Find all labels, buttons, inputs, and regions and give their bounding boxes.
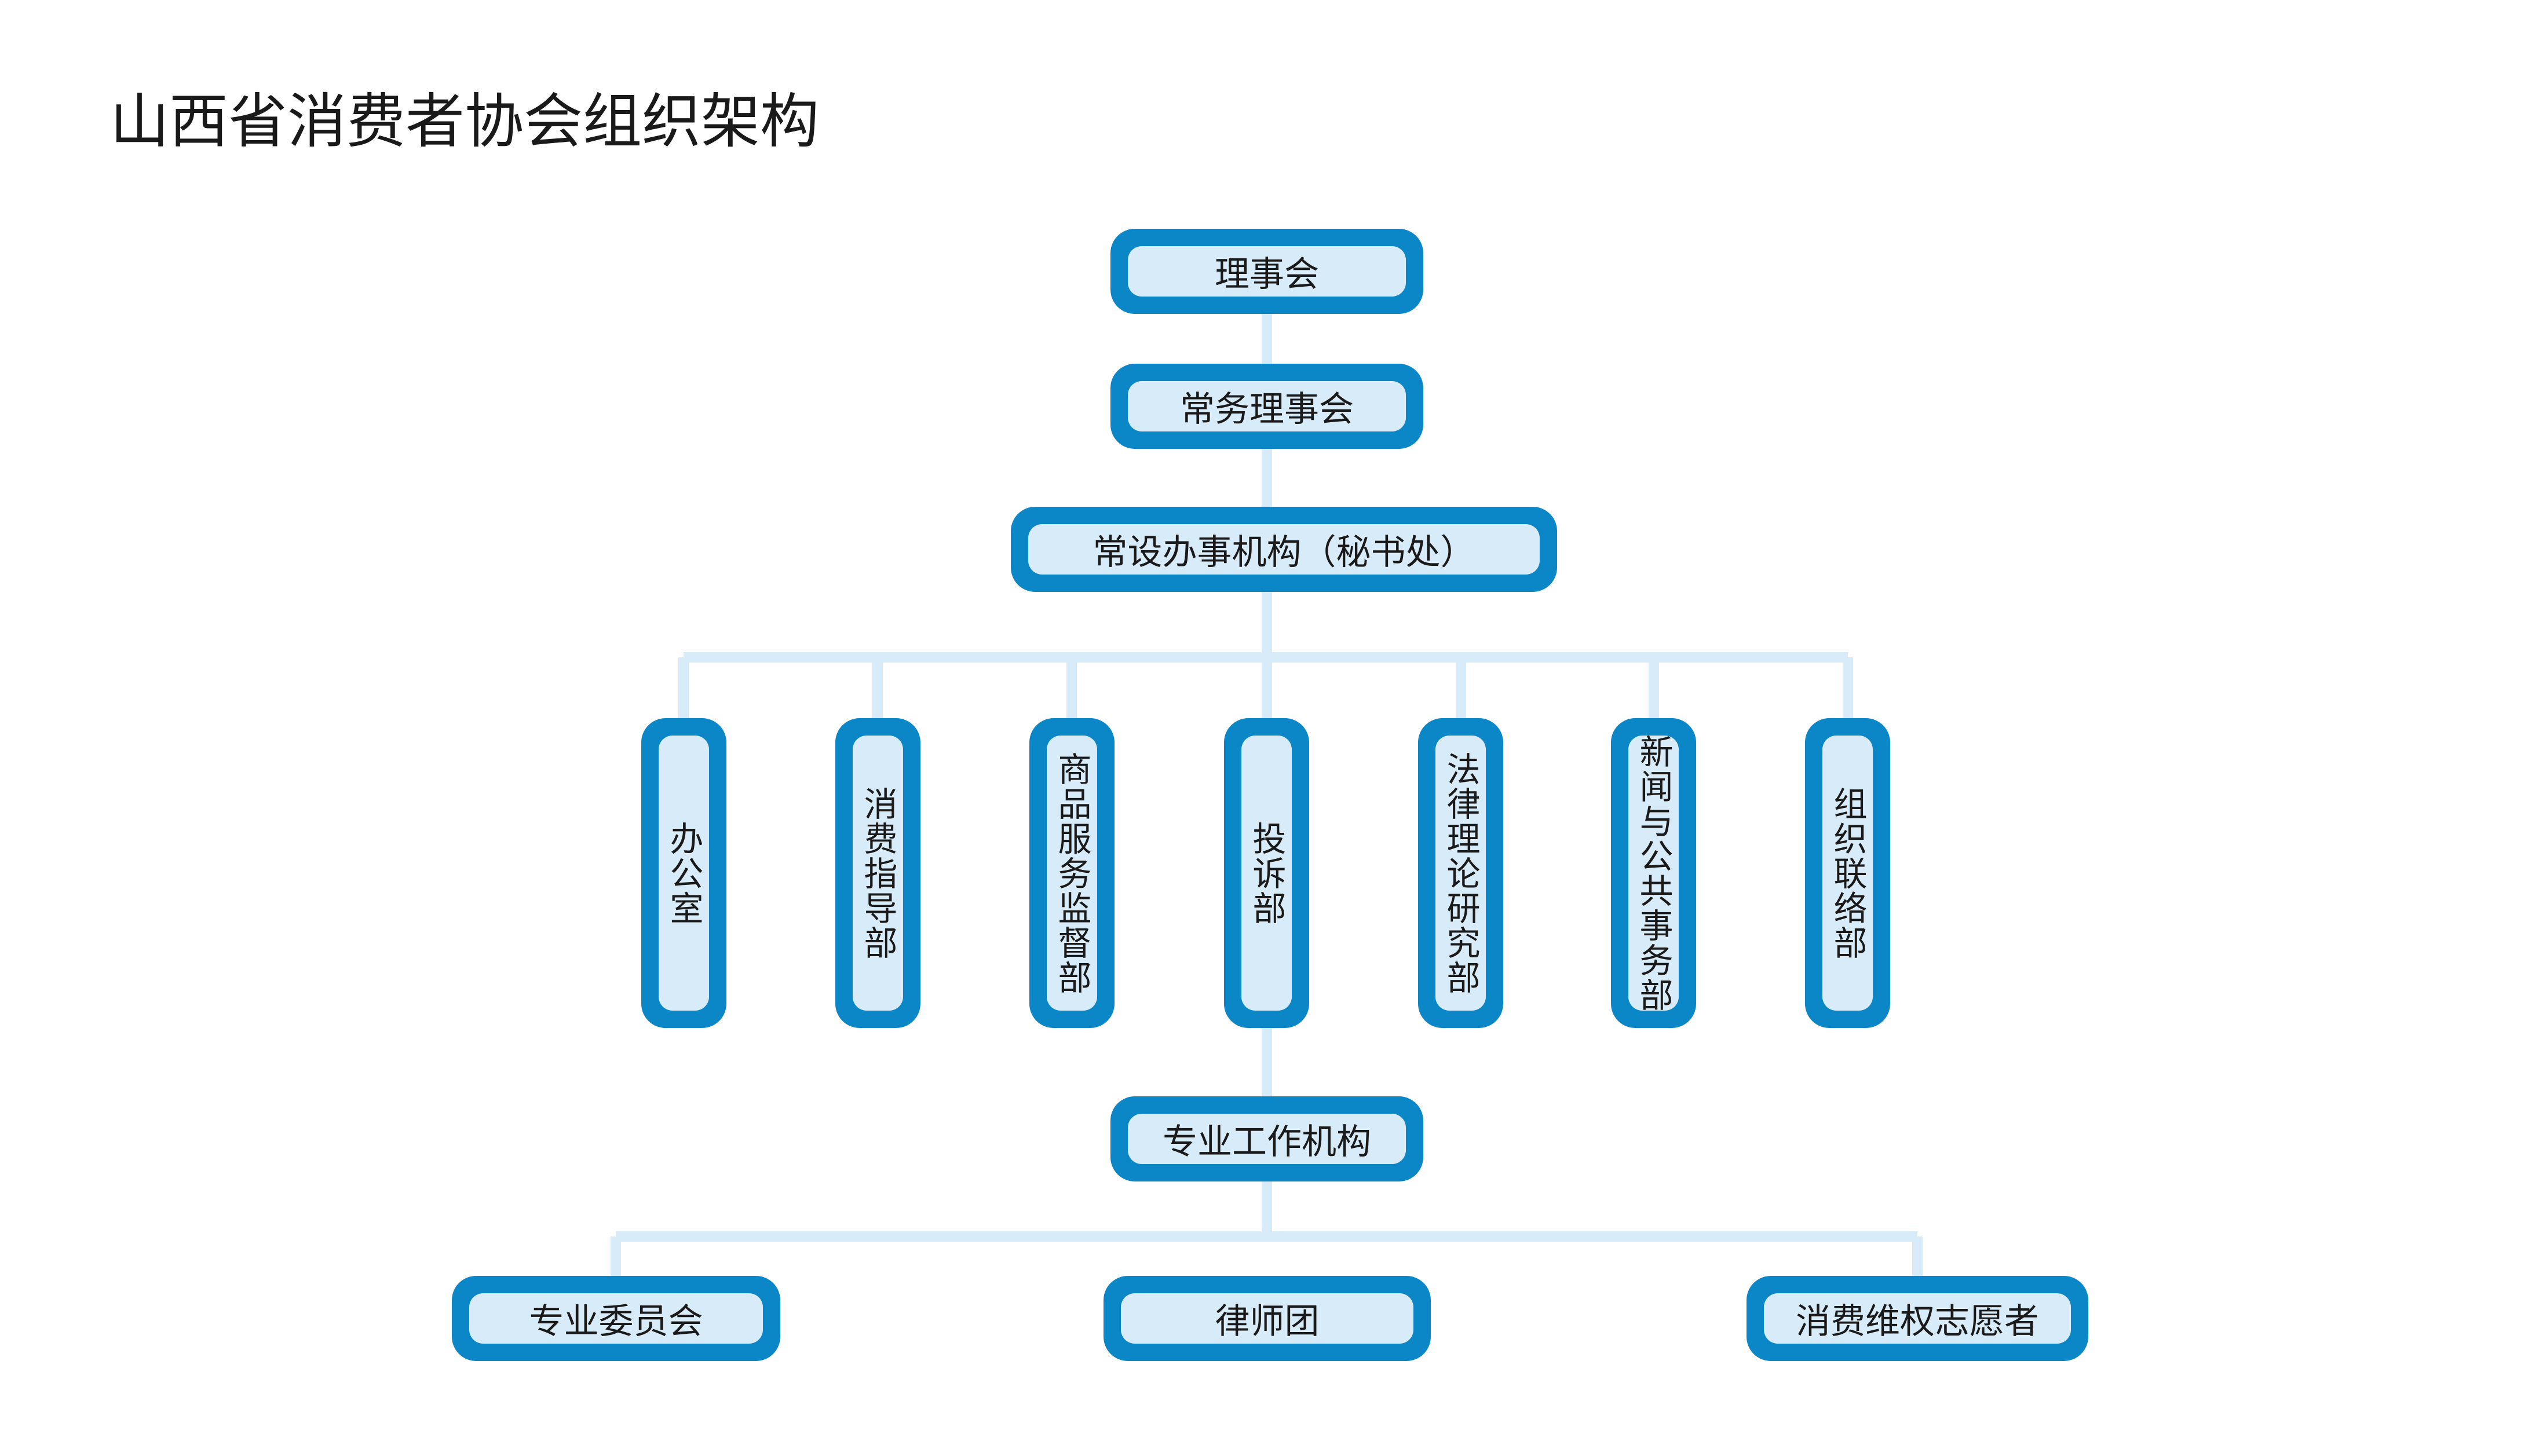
- node-department-label: 消费指导部: [853, 736, 903, 1011]
- node-department-label: 新闻与公共事务部: [1628, 734, 1679, 1012]
- page-title: 山西省消费者协会组织架构: [110, 87, 819, 156]
- node-department-label: 组织联络部: [1822, 736, 1873, 1011]
- node-department: 商品服务监督部: [1029, 718, 1115, 1028]
- node-body: 律师团: [1104, 1276, 1431, 1361]
- node-secretariat: 常设办事机构（秘书处）: [1011, 507, 1557, 592]
- node-body-label: 律师团: [1121, 1293, 1413, 1344]
- node-professional-label: 专业工作机构: [1128, 1114, 1406, 1164]
- node-department: 办公室: [641, 718, 726, 1028]
- node-council-label: 理事会: [1128, 246, 1406, 297]
- node-department: 法律理论研究部: [1418, 718, 1503, 1028]
- node-body-label: 消费维权志愿者: [1764, 1293, 2071, 1344]
- node-council: 理事会: [1110, 229, 1423, 314]
- node-department: 消费指导部: [835, 718, 920, 1028]
- node-secretariat-label: 常设办事机构（秘书处）: [1028, 524, 1540, 575]
- node-department: 组织联络部: [1805, 718, 1890, 1028]
- node-department-label: 商品服务监督部: [1047, 736, 1097, 1011]
- node-department-label: 投诉部: [1241, 736, 1292, 1011]
- node-professional: 专业工作机构: [1110, 1096, 1423, 1181]
- node-body-label: 专业委员会: [469, 1293, 763, 1344]
- node-department-label: 办公室: [659, 736, 709, 1011]
- node-standing-council: 常务理事会: [1110, 364, 1423, 449]
- node-body: 消费维权志愿者: [1747, 1276, 2088, 1361]
- node-department: 投诉部: [1224, 718, 1309, 1028]
- node-department-label: 法律理论研究部: [1435, 736, 1486, 1011]
- node-standing-council-label: 常务理事会: [1128, 381, 1406, 431]
- node-department: 新闻与公共事务部: [1611, 718, 1696, 1028]
- node-body: 专业委员会: [452, 1276, 780, 1361]
